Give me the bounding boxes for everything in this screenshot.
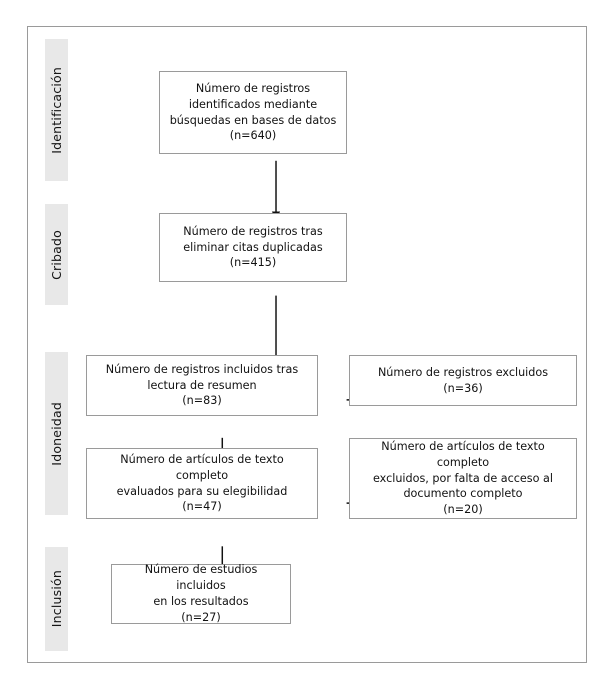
- phase-band-identificacion: Identificación: [45, 39, 68, 181]
- box-fulltext-assessed-text: Número de artículos de texto completo ev…: [116, 452, 288, 514]
- box-records-after-duplicates-text: Número de registros tras eliminar citas …: [183, 224, 323, 270]
- box-records-after-duplicates: Número de registros tras eliminar citas …: [159, 213, 347, 282]
- box-records-identified: Número de registros identificados median…: [159, 71, 347, 154]
- prisma-diagram-frame: Identificación Cribado Idoneidad Inclusi…: [27, 26, 587, 663]
- phase-band-inclusion: Inclusión: [45, 547, 68, 651]
- box-records-abstract-screened-text: Número de registros incluidos tras lectu…: [105, 362, 299, 408]
- box-records-abstract-screened: Número de registros incluidos tras lectu…: [86, 355, 318, 416]
- box-records-identified-text: Número de registros identificados median…: [169, 81, 337, 143]
- phase-label-idoneidad: Idoneidad: [49, 401, 64, 466]
- box-fulltext-excluded-text: Número de artículos de texto completo ex…: [372, 439, 554, 517]
- box-studies-included: Número de estudios incluidos en los resu…: [111, 563, 291, 624]
- box-fulltext-excluded: Número de artículos de texto completo ex…: [349, 438, 577, 519]
- phase-label-cribado: Cribado: [49, 229, 64, 280]
- box-studies-included-text: Número de estudios incluidos en los resu…: [144, 563, 258, 624]
- box-records-excluded: Número de registros excluidos (n=36): [349, 355, 577, 406]
- phase-band-cribado: Cribado: [45, 204, 68, 305]
- phase-label-inclusion: Inclusión: [49, 570, 64, 628]
- phase-label-identificacion: Identificación: [49, 66, 64, 154]
- phase-band-idoneidad: Idoneidad: [45, 352, 68, 515]
- box-records-excluded-text: Número de registros excluidos (n=36): [377, 365, 549, 395]
- box-fulltext-assessed: Número de artículos de texto completo ev…: [86, 448, 318, 519]
